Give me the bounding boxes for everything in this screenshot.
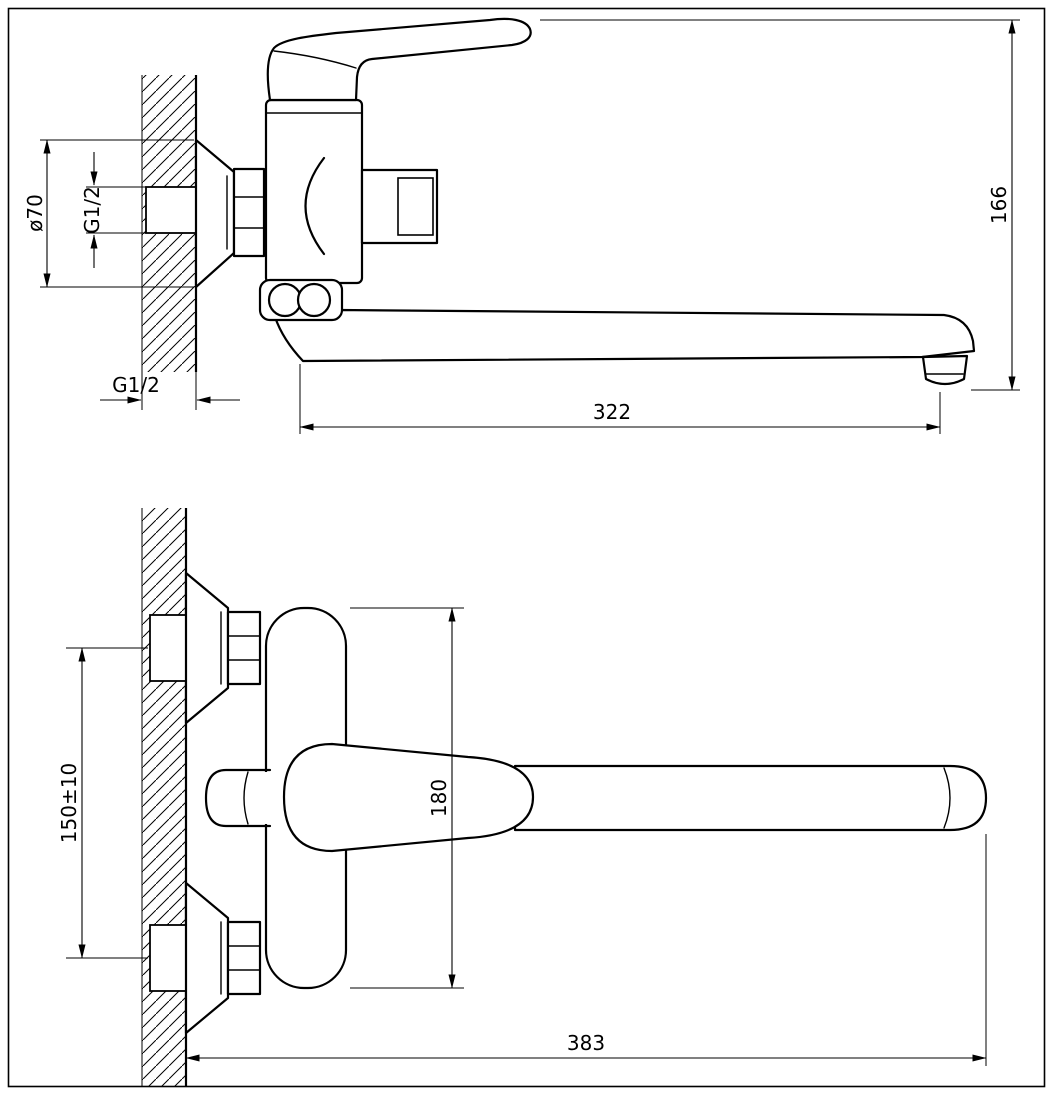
- handle-lever: [266, 17, 532, 102]
- wall-section: [141, 75, 198, 372]
- pivot-ring-left: [267, 282, 303, 318]
- escutcheon-bottom: [184, 881, 230, 1035]
- dimension-wall-thread: G1/2: [80, 152, 146, 268]
- mount-assembly-top: [149, 571, 262, 725]
- dim-label-body-height: 180: [427, 779, 451, 817]
- dimension-body-height: 180: [350, 607, 464, 989]
- dimension-spout-reach: 322: [299, 364, 941, 434]
- dim-label-mounting-centers: 150±10: [57, 763, 81, 843]
- faucet-body: [264, 98, 364, 285]
- pivot-ring-right: [296, 282, 332, 318]
- escutcheon-top: [184, 571, 230, 725]
- dim-label-wall-thread: G1/2: [80, 186, 104, 234]
- dimension-flange-diameter: ø70: [23, 139, 194, 288]
- nipple-bottom: [149, 924, 187, 992]
- dimension-mounting-centers: 150±10: [57, 647, 148, 959]
- escutcheon: [194, 138, 236, 289]
- wall-thread-nipple: [145, 186, 197, 234]
- diverter-knob: [204, 768, 272, 828]
- dim-label-thread-depth: G1/2: [112, 373, 160, 397]
- wall-section-plan: [141, 508, 188, 1087]
- dim-label-flange-diameter: ø70: [23, 194, 47, 232]
- spout-plan: [513, 764, 988, 832]
- body-recess-line: [304, 156, 326, 256]
- spout-tube: [273, 308, 976, 363]
- dim-label-overall-length: 383: [567, 1031, 605, 1055]
- plan-view: 150±10 180 383: [57, 508, 988, 1087]
- nut-bottom: [226, 920, 262, 996]
- drawing-border: [7, 7, 1046, 1088]
- nipple-top: [149, 614, 187, 682]
- dim-label-overall-height: 166: [987, 186, 1011, 224]
- mount-assembly-bottom: [149, 881, 262, 1035]
- dimension-overall-length: 383: [185, 834, 987, 1066]
- nut-top: [226, 610, 262, 686]
- dimension-thread-depth: G1/2: [100, 372, 240, 410]
- diverter-outlet: [360, 168, 439, 245]
- wall-hatch-plan: [142, 508, 186, 1087]
- handle-plan: [282, 742, 535, 853]
- spout: [258, 278, 976, 386]
- dim-label-mask: [428, 770, 450, 828]
- dimension-overall-height: 166: [540, 19, 1020, 391]
- dim-label-spout-reach: 322: [593, 400, 631, 424]
- aerator: [921, 354, 969, 386]
- aerator-line-plan: [943, 767, 951, 829]
- mounting-nut: [232, 167, 266, 258]
- side-view: ø70 G1/2 G1/2 166: [23, 17, 1020, 434]
- spout-tube-plan: [513, 764, 988, 832]
